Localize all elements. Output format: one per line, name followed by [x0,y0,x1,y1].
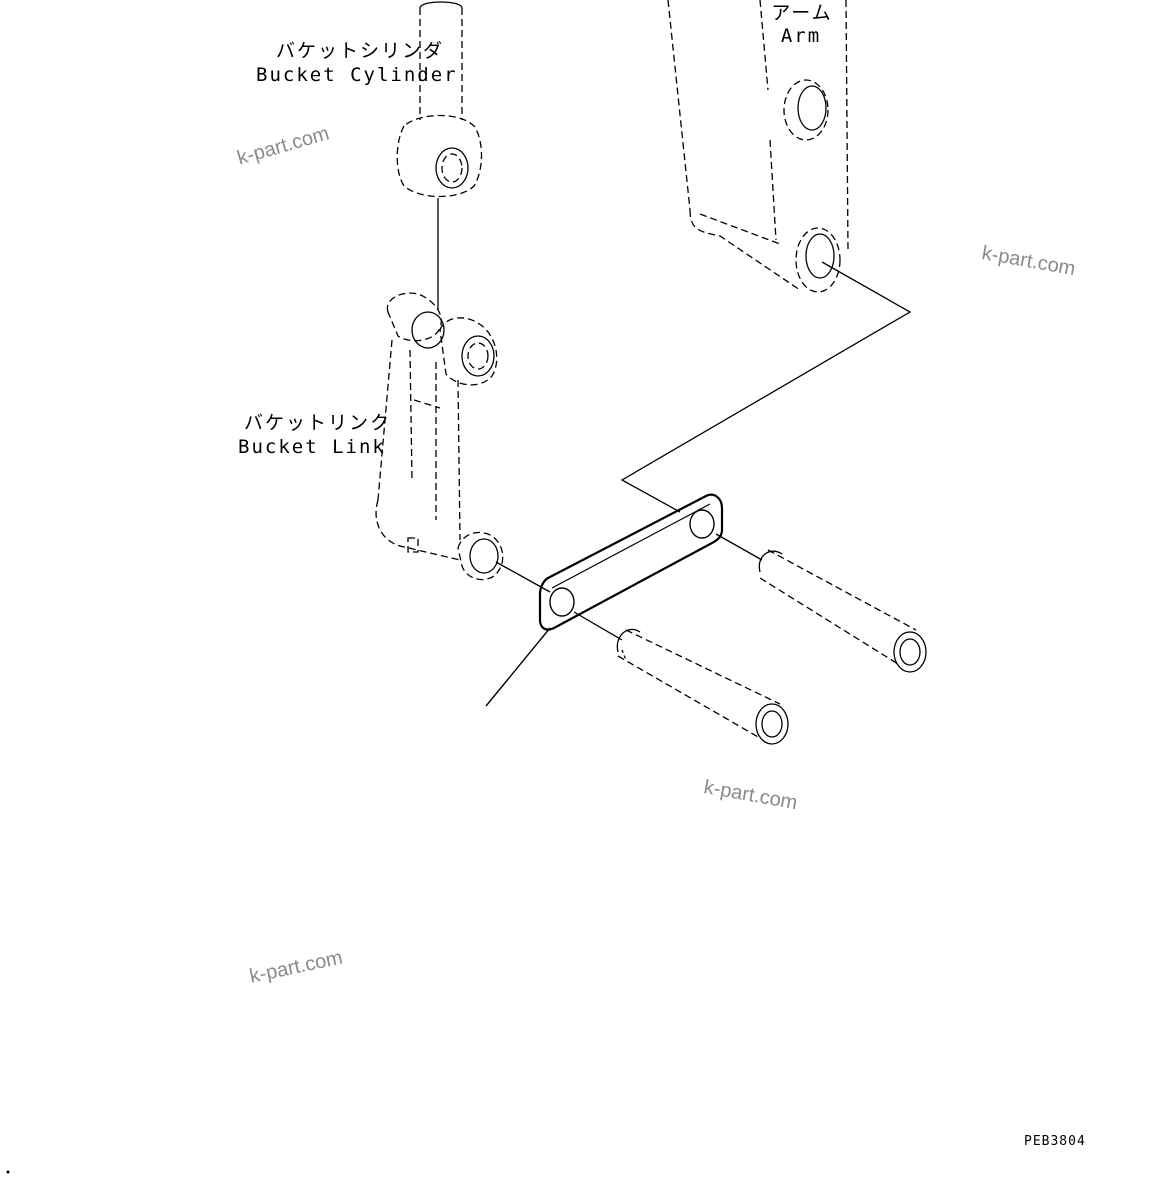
bucket-link-part [375,292,504,581]
pin-centerline-lower [573,611,623,641]
pin-centerline-upper [715,533,763,561]
plate-part [538,493,724,631]
arm-part [667,0,849,293]
arm-label-en: Arm [780,25,822,47]
pin-upper [758,549,927,673]
arm-label-jp: アーム [771,2,833,24]
margin-dot [6,1170,10,1174]
bucket-link-label-jp: バケットリンク [244,412,392,434]
arm-leader-line [620,261,912,513]
drawing-code: PEB3804 [1024,1134,1086,1149]
plate-leader-line [485,627,551,707]
bucket-cylinder-part [396,1,483,198]
bucket-cylinder-label-jp: バケットシリンダ [276,40,445,62]
pin-lower [616,628,789,745]
bucket-link-label-en: Bucket Link [238,436,386,458]
bucket-cylinder-label-en: Bucket Cylinder [256,64,458,86]
